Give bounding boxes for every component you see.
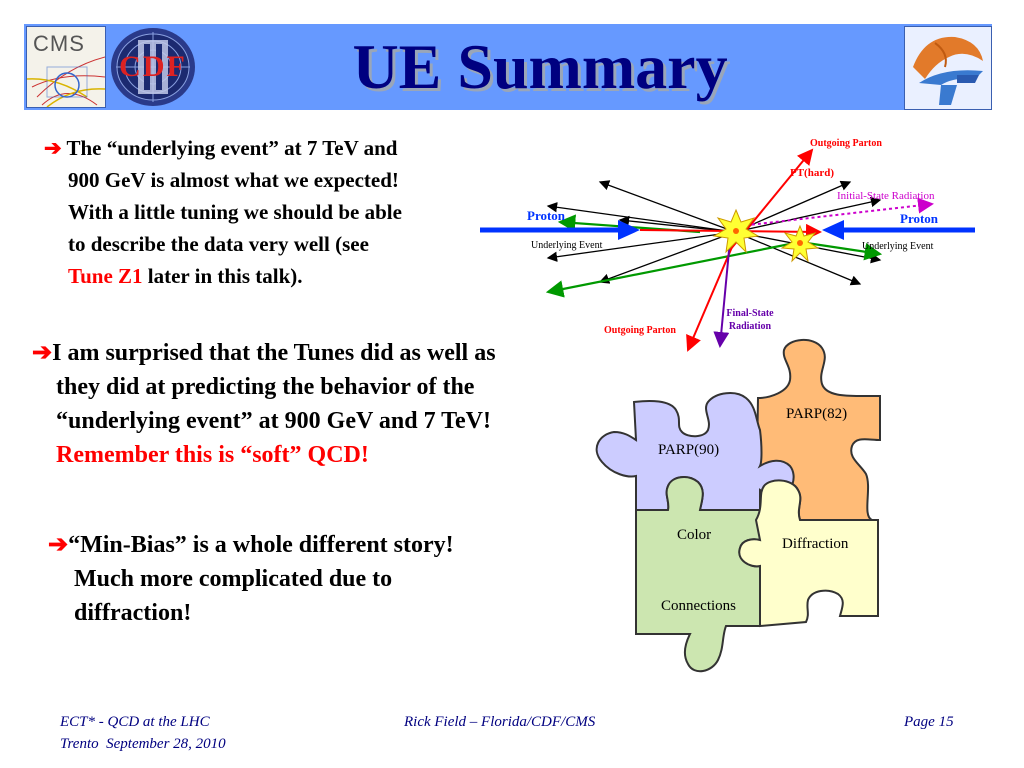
florida-logo-graphic xyxy=(913,36,983,105)
arrow-bullet-icon: ➔ xyxy=(44,136,62,160)
label-underlying-event-left: Underlying Event xyxy=(531,240,603,251)
bullet1-line1: The “underlying event” at 7 TeV and xyxy=(66,136,398,160)
bullet1-line2: 900 GeV is almost what we expected! xyxy=(68,168,399,192)
slide-title: UE Summary xyxy=(352,31,728,102)
label-initial-state-radiation: Initial-State Radiation xyxy=(837,190,935,202)
bullet1-line4: to describe the data very well (see xyxy=(68,232,369,256)
bullet1-line5-tail: later in this talk). xyxy=(142,264,303,288)
label-outgoing-parton-top: Outgoing Parton xyxy=(810,138,882,149)
initial-state-radiation-track xyxy=(739,197,934,227)
bullet-underlying-event: ➔ The “underlying event” at 7 TeV and 90… xyxy=(44,132,484,292)
puzzle-piece-parp90 xyxy=(595,392,795,511)
cms-logo-graphic xyxy=(27,27,105,107)
footer-page-number: Page 15 xyxy=(904,714,954,730)
label-final-state: Final-State xyxy=(726,308,774,319)
arrow-bullet-icon: ➔ xyxy=(48,532,69,558)
bullet3-line2: Much more complicated due to xyxy=(74,566,393,592)
cdf-logo-graphic xyxy=(111,28,195,106)
puzzle-label-connections: Connections xyxy=(661,598,736,614)
bullet3-line3: diffraction! xyxy=(74,600,192,626)
bullet-tunes-surprise: ➔I am surprised that the Tunes did as we… xyxy=(32,336,592,472)
bullet1-line3: With a little tuning we should be able xyxy=(68,200,402,224)
bullet-min-bias: ➔“Min-Bias” is a whole different story! … xyxy=(48,528,548,630)
footer-date: Trento September 28, 2010 xyxy=(60,736,226,752)
footer-conference: ECT* - QCD at the LHC xyxy=(60,714,210,730)
puzzle-label-color: Color xyxy=(677,527,712,543)
arrow-bullet-icon: ➔ xyxy=(32,340,53,366)
cms-logo-text: CMS xyxy=(33,31,85,56)
puzzle-label-parp90: PARP(90) xyxy=(658,442,720,458)
label-radiation: Radiation xyxy=(728,321,772,332)
label-proton-right: Proton xyxy=(900,211,939,226)
proton-beams xyxy=(480,220,975,240)
label-underlying-event-right: Underlying Event xyxy=(862,241,934,252)
label-outgoing-parton-bottom: Outgoing Parton xyxy=(604,325,676,336)
bullet3-line1: “Min-Bias” is a whole different story! xyxy=(68,532,454,558)
cdf-logo-text: CDF xyxy=(119,50,187,83)
bullet2-line1: I am surprised that the Tunes did as wel… xyxy=(52,340,496,366)
soft-qcd-highlight: Remember this is “soft” QCD! xyxy=(56,442,369,468)
label-pt-hard: PT(hard) xyxy=(790,167,834,179)
final-state-radiation-track xyxy=(713,239,731,348)
puzzle-label-parp82: PARP(82) xyxy=(786,406,848,422)
bullet2-line2: they did at predicting the behavior of t… xyxy=(56,374,475,400)
cms-logo: CMS xyxy=(26,26,106,108)
label-proton-left: Proton xyxy=(527,208,566,223)
puzzle-label-diffraction: Diffraction xyxy=(782,536,849,552)
florida-logo xyxy=(904,26,992,110)
underlying-event-diagram xyxy=(480,148,975,352)
tuning-puzzle-graphic xyxy=(595,339,881,673)
bullet2-line3: “underlying event” at 900 GeV and 7 TeV! xyxy=(56,408,491,434)
puzzle-piece-diffraction xyxy=(738,479,879,628)
cdf-logo: CDF xyxy=(108,26,198,108)
footer-author: Rick Field – Florida/CDF/CMS xyxy=(404,714,596,730)
tune-z1-highlight: Tune Z1 xyxy=(68,264,143,288)
